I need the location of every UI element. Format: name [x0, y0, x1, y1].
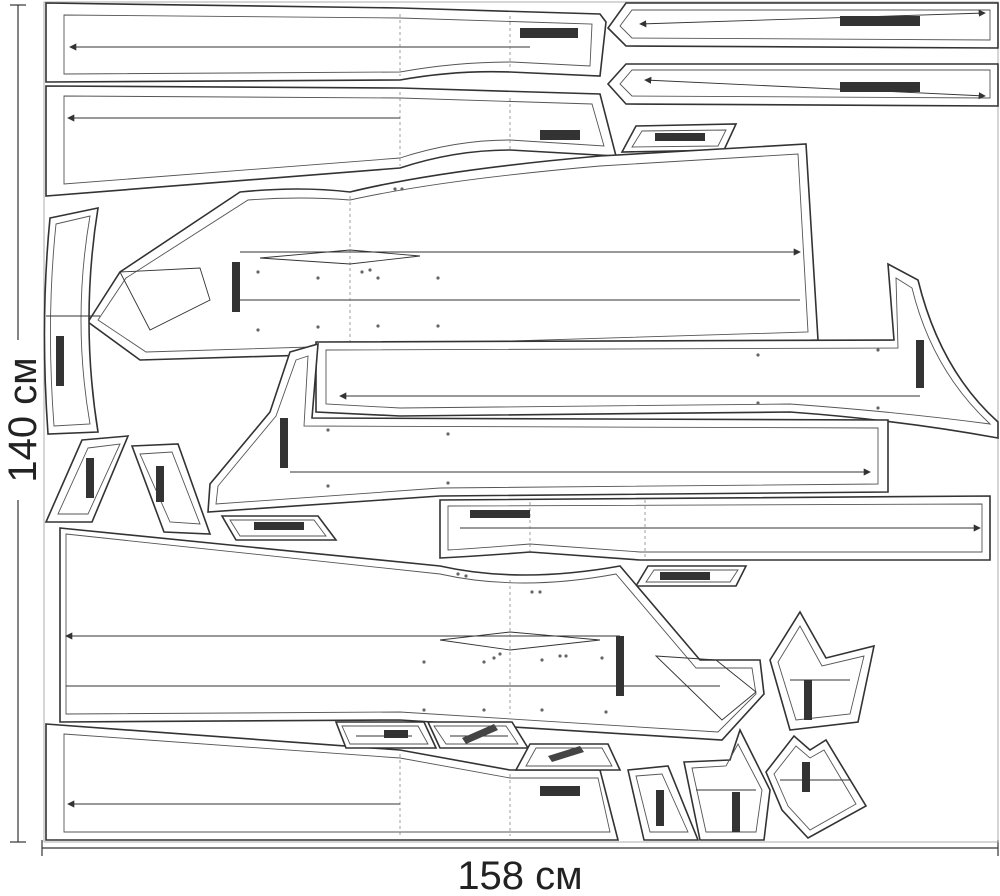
pattern-piece-top-strip-2	[45, 85, 618, 197]
pattern-piece-small-6	[514, 743, 622, 771]
pattern-piece-small-1	[620, 123, 738, 153]
pattern-piece-left-strip	[43, 206, 100, 435]
pattern-piece-waistband-2	[606, 63, 999, 107]
pattern-piece-right-strip	[315, 262, 999, 439]
pattern-piece-collar-1	[683, 727, 771, 841]
pattern-piece-collar-2	[769, 610, 876, 731]
pattern-piece-small-5	[426, 721, 530, 749]
pattern-piece-collar-3	[765, 734, 868, 840]
pattern-piece-bottom-strip	[45, 723, 620, 841]
pattern-piece-waistband-1	[606, 2, 999, 49]
pattern-piece-small-triangle-1	[44, 435, 130, 523]
pattern-piece-front-upper	[86, 143, 819, 361]
pattern-piece-small-2	[220, 515, 338, 541]
pattern-piece-cuff	[439, 495, 991, 561]
pattern-piece-back-lower	[59, 527, 765, 741]
width-label: 158 см	[457, 854, 582, 891]
pattern-piece-middle	[207, 342, 889, 513]
pattern-piece-top-strip-1	[45, 2, 607, 83]
dimension-width: 158 см	[41, 840, 999, 896]
pattern-piece-small-triangle-2	[130, 443, 212, 535]
pattern-piece-small-7	[627, 765, 700, 841]
pattern-piece-small-4	[334, 721, 438, 749]
height-label: 140 см	[1, 357, 45, 482]
dimension-height: 140 см	[0, 4, 45, 843]
pattern-piece-small-3	[634, 565, 748, 587]
